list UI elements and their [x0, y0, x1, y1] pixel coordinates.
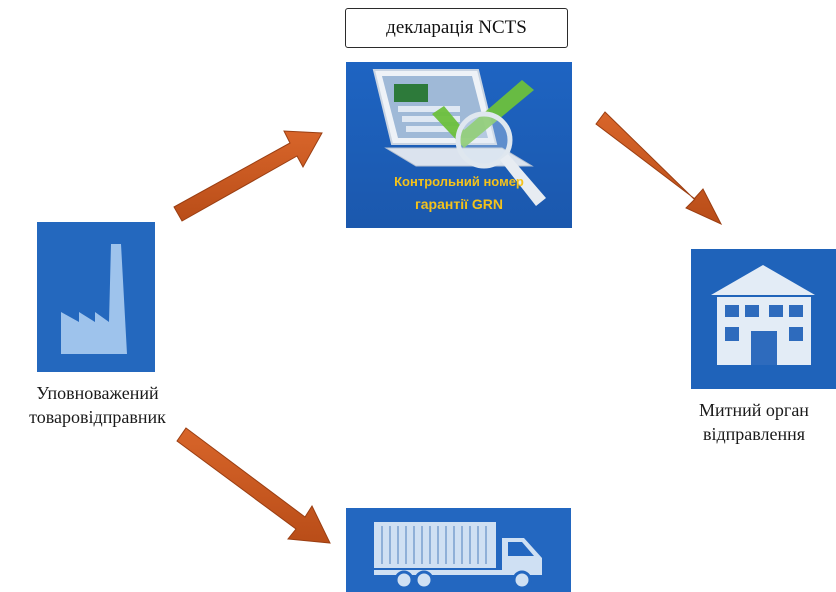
truck-tile: [346, 508, 571, 592]
shipper-label-line-2: товаровідправник: [29, 407, 166, 427]
grn-line-2: гарантії GRN: [414, 196, 504, 212]
shipper-label: Уповноважений товаровідправник: [0, 381, 195, 429]
laptop-check-icon: [372, 69, 546, 206]
arrow-shipper-to-truck: [176, 427, 331, 544]
guarantee-tile: Контрольний номер гарантії GRN: [346, 62, 572, 228]
office-label-line-1: Митний орган: [699, 400, 809, 420]
declaration-label: декларація NCTS: [386, 17, 527, 38]
arrow-declaration-to-office: [595, 111, 723, 226]
office-label: Митний орган відправлення: [672, 398, 836, 446]
declaration-callout: декларація NCTS: [345, 8, 568, 48]
grn-line-1: Контрольний номер: [394, 174, 524, 189]
office-label-line-2: відправлення: [702, 424, 806, 444]
office-tile: [691, 249, 836, 389]
shipper-label-line-1: Уповноважений: [36, 383, 159, 403]
truck-icon: [374, 522, 542, 590]
shipper-tile: [37, 222, 155, 372]
factory-icon: [61, 244, 127, 354]
building-icon: [711, 265, 815, 365]
arrow-shipper-to-declaration: [173, 130, 323, 222]
